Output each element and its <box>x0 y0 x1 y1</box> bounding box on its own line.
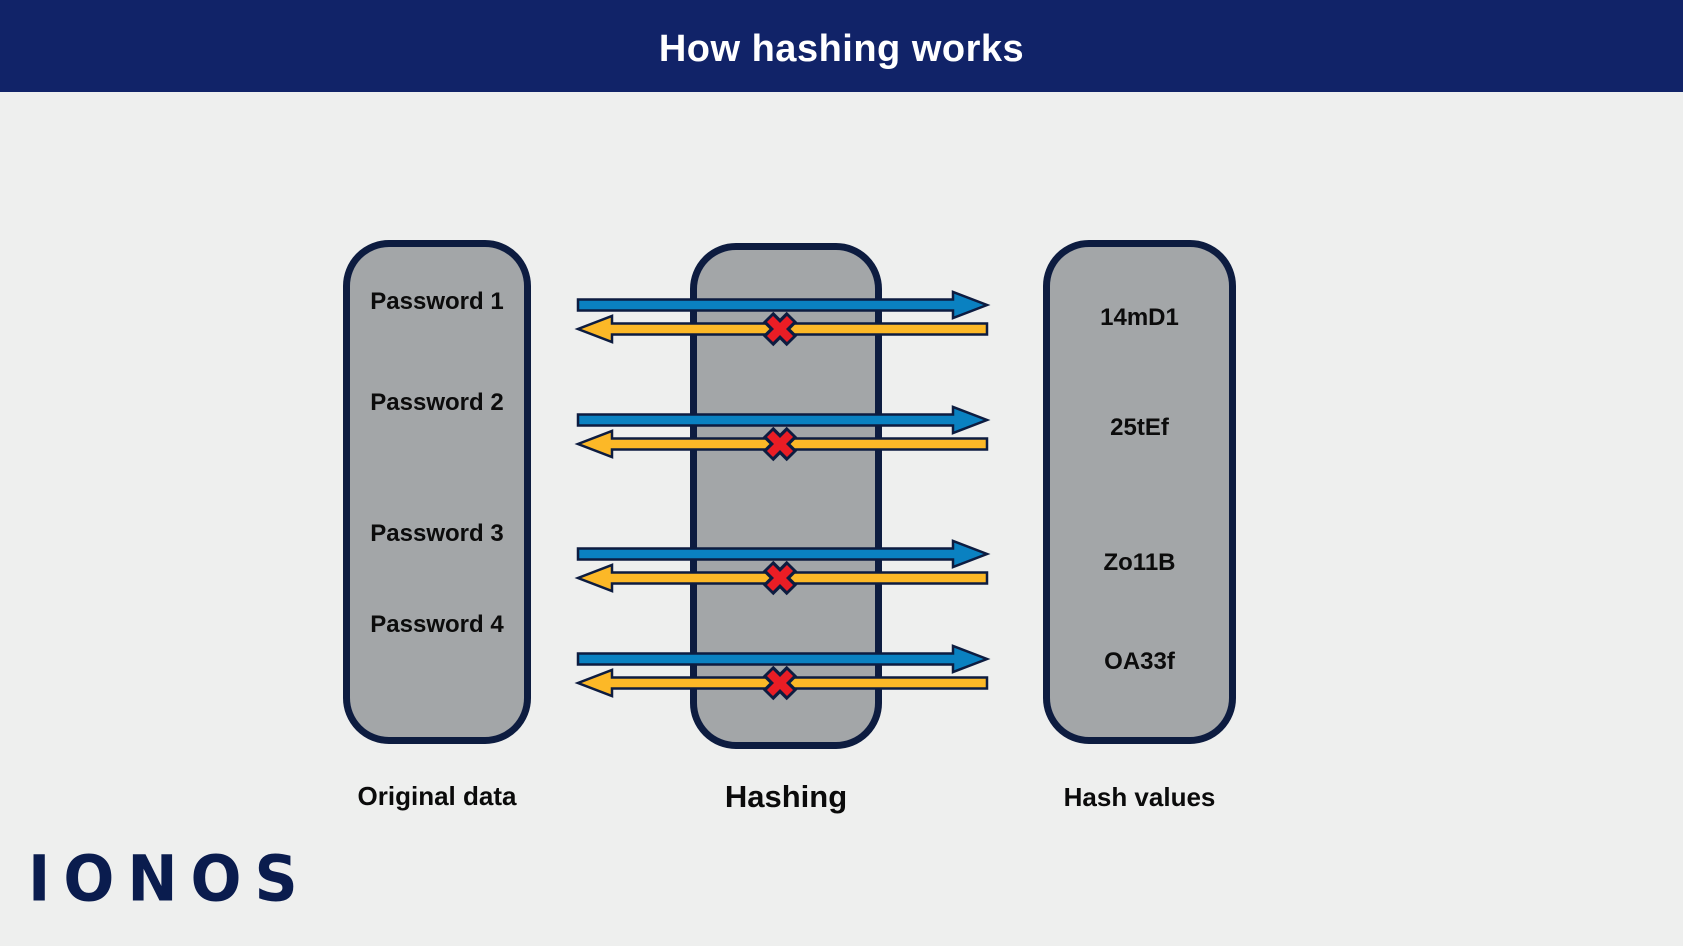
password-label-2: Password 2 <box>370 389 504 416</box>
arrow-row-2 <box>574 405 991 462</box>
password-label-3: Password 3 <box>370 520 504 547</box>
forward-arrow-icon <box>576 405 991 435</box>
password-label-1: Password 1 <box>370 288 504 315</box>
forward-arrow-icon <box>576 290 991 320</box>
hash-value-label-4: OA33f <box>1104 648 1175 675</box>
hash-value-label-1: 14mD1 <box>1100 304 1179 331</box>
blocked-x-icon <box>762 426 798 462</box>
forward-arrow-icon <box>576 644 991 674</box>
password-label-4: Password 4 <box>370 611 504 638</box>
title-bar: How hashing works <box>0 0 1683 92</box>
blocked-x-icon <box>762 311 798 347</box>
arrow-row-3 <box>574 539 991 596</box>
hashing-caption: Hashing <box>724 779 848 814</box>
forward-arrow-icon <box>576 539 991 569</box>
original-data-box <box>343 240 531 744</box>
original-data-caption: Original data <box>357 781 517 811</box>
blocked-x-icon <box>762 665 798 701</box>
hash-values-box <box>1043 240 1236 744</box>
page-title: How hashing works <box>658 28 1025 70</box>
arrow-row-1 <box>574 290 991 347</box>
hash-value-label-3: Zo11B <box>1103 549 1176 576</box>
arrow-row-4 <box>574 644 991 701</box>
hash-values-caption: Hash values <box>1063 782 1216 812</box>
ionos-logo: IONOS <box>28 842 311 917</box>
hash-value-label-2: 25tEf <box>1110 414 1169 441</box>
blocked-x-icon <box>762 560 798 596</box>
